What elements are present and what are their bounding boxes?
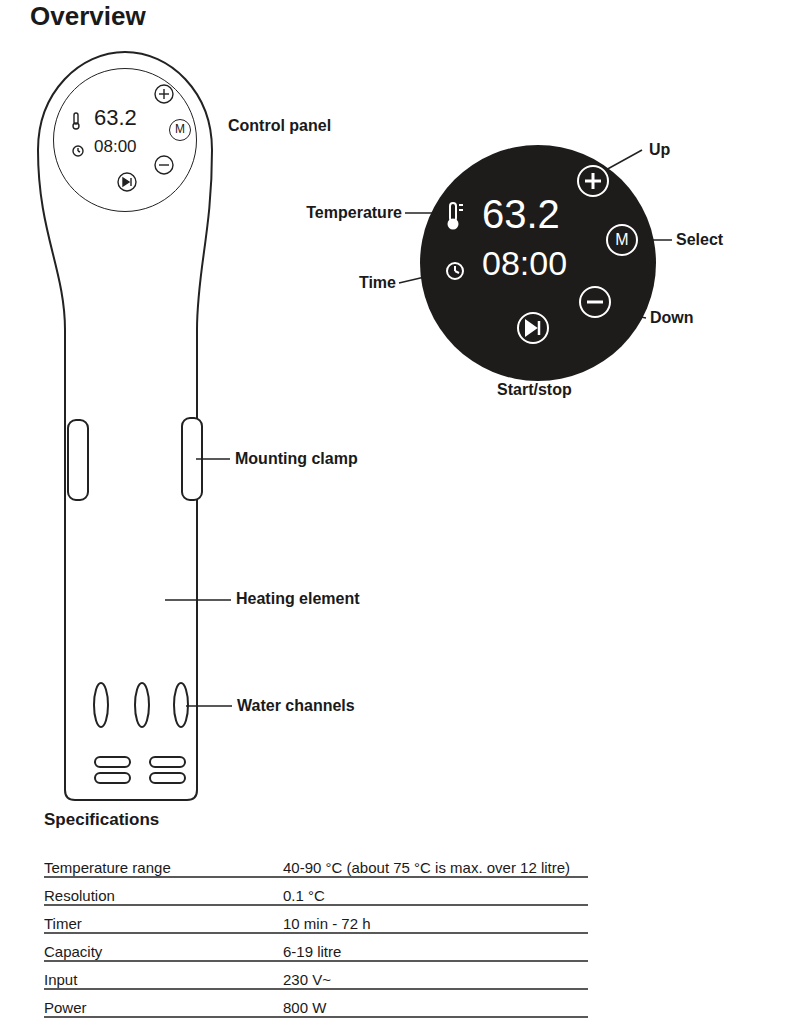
table-value: 10 min - 72 h	[283, 915, 371, 932]
table-key: Timer	[44, 915, 82, 932]
select-button: M	[606, 224, 638, 256]
time-display: 08:00	[482, 244, 567, 283]
table-value: 40-90 °C (about 75 °C is max. over 12 li…	[283, 859, 570, 876]
select-button: M	[169, 119, 191, 141]
part-label: Mounting clamp	[235, 450, 358, 468]
callout-label: Up	[649, 141, 670, 159]
table-key: Power	[44, 999, 87, 1016]
part-label: Control panel	[228, 117, 331, 135]
table-value: 800 W	[283, 999, 326, 1016]
time-display: 08:00	[94, 137, 137, 157]
callout-label: Time	[359, 274, 396, 292]
table-value: 230 V~	[283, 971, 331, 988]
table-value: 0.1 °C	[283, 887, 325, 904]
callout-label: Select	[676, 231, 723, 249]
callout-label: Temperature	[306, 204, 402, 222]
table-key: Resolution	[44, 887, 115, 904]
temperature-display: 63.2	[482, 191, 560, 237]
table-key: Temperature range	[44, 859, 171, 876]
button-label: M	[175, 123, 185, 137]
control-panel-large: 63.2 08:00 M	[420, 145, 656, 381]
part-label: Water channels	[237, 697, 355, 715]
page-title: Overview	[30, 2, 146, 32]
button-label: M	[615, 231, 628, 249]
table-key: Capacity	[44, 943, 102, 960]
part-label: Heating element	[236, 590, 360, 608]
section-heading: Specifications	[44, 810, 159, 830]
table-key: Input	[44, 971, 77, 988]
temperature-display: 63.2	[94, 105, 137, 130]
table-value: 6-19 litre	[283, 943, 341, 960]
callout-label: Down	[650, 309, 694, 327]
control-panel-small: 63.2 08:00 M	[53, 68, 197, 212]
callout-label: Start/stop	[497, 381, 572, 399]
